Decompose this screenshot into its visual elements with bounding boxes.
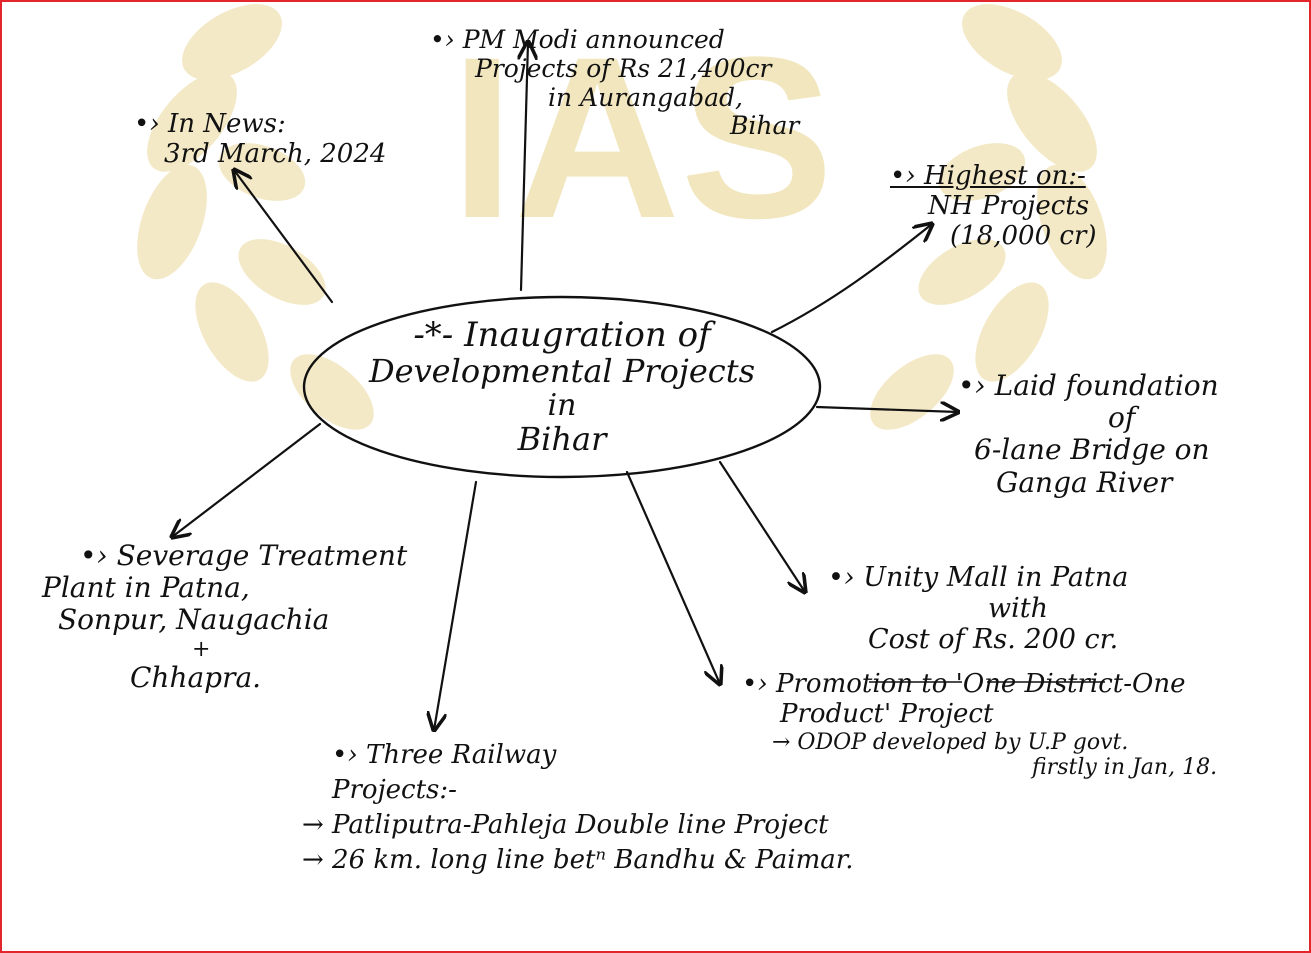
sewerage-node: •› Severage Treatment Plant in Patna, So… bbox=[42, 539, 408, 694]
arrow-bridge bbox=[815, 407, 958, 412]
announced-line-1: •› PM Modi announced bbox=[430, 25, 725, 54]
sewerage-line-1: •› Severage Treatment bbox=[80, 539, 408, 572]
arrow-odop bbox=[625, 470, 720, 684]
sewerage-line-2: Plant in Patna, bbox=[42, 571, 250, 605]
announced-line-4: Bihar bbox=[730, 111, 800, 141]
bridge-line-3: 6-lane Bridge on bbox=[974, 433, 1210, 467]
railway-line-4: → 26 km. long line betⁿ Bandhu & Paimar. bbox=[302, 845, 854, 876]
sewerage-line-4: + bbox=[192, 636, 211, 662]
bridge-line-2: of bbox=[1108, 401, 1136, 435]
railway-line-1: •› Three Railway bbox=[332, 740, 557, 770]
highest-line-2: (18,000 cr) bbox=[950, 220, 1097, 251]
central-title-line-1: -*- Inaugration of bbox=[413, 314, 711, 355]
arrow-unity bbox=[718, 460, 805, 592]
announced-line-2: Projects of Rs 21,400cr bbox=[475, 53, 772, 83]
arrow-sewerage bbox=[172, 422, 322, 537]
laurel-left-icon bbox=[137, 4, 374, 430]
central-node: -*- Inaugration of Developmental Project… bbox=[302, 302, 822, 472]
laurel-right-icon bbox=[870, 4, 1107, 430]
odop-node: •› Promotion to 'One District-One Produc… bbox=[742, 669, 1218, 781]
unity-cost-label: Cost bbox=[868, 624, 930, 656]
arrow-announced bbox=[521, 42, 528, 292]
unity-line-2: with bbox=[988, 593, 1048, 625]
central-marker: -*- bbox=[413, 314, 454, 355]
announced-line-3: in Aurangabad, bbox=[548, 82, 743, 112]
railway-line-2: Projects:- bbox=[332, 775, 457, 806]
railway-node: •› Three Railway Projects:- → Patliputra… bbox=[302, 738, 854, 878]
sewerage-line-5: Chhapra. bbox=[130, 660, 262, 694]
central-oval bbox=[302, 295, 822, 479]
central-title-line-2: Developmental Projects bbox=[369, 352, 755, 390]
unity-cost-line: Cost of Rs. 200 cr. bbox=[868, 624, 1119, 656]
arrow-news bbox=[234, 170, 334, 304]
sewerage-line-3: Sonpur, Naugachia bbox=[58, 603, 330, 637]
highest-node: •› Highest on:- NH Projects (18,000 cr) bbox=[890, 161, 1097, 252]
news-line-2: 3rd March, 2024 bbox=[164, 138, 387, 169]
odop-line-2: Product' Project bbox=[780, 698, 994, 729]
odop-line-1: •› Promotion to 'One District-One bbox=[742, 669, 1186, 699]
unity-line-1: •› Unity Mall in Patna bbox=[828, 562, 1129, 593]
railway-line-3: → Patliputra-Pahleja Double line Project bbox=[302, 810, 829, 841]
unity-node: •› Unity Mall in Patna with Cost of Rs. … bbox=[828, 562, 1128, 655]
bridge-node: •› Laid foundation of 6-lane Bridge on G… bbox=[958, 369, 1219, 499]
arrow-highest bbox=[770, 224, 932, 334]
bridge-line-1: •› Laid foundation bbox=[958, 369, 1219, 402]
announced-node: •› PM Modi announced Projects of Rs 21,4… bbox=[430, 25, 800, 141]
odop-line-4: firstly in Jan, 18. bbox=[1032, 755, 1218, 781]
central-title-line-4: Bihar bbox=[517, 420, 607, 459]
arrow-railway bbox=[434, 480, 478, 730]
unity-cost-value: Rs. 200 cr. bbox=[973, 624, 1119, 656]
central-title-line-3: in bbox=[547, 388, 577, 424]
news-line-1: •› In News: bbox=[134, 109, 286, 139]
bridge-line-4: Ganga River bbox=[996, 465, 1173, 499]
odop-line-3: → ODOP developed by U.P govt. bbox=[772, 729, 1129, 755]
highest-label: •› Highest on:- bbox=[890, 161, 1086, 191]
watermark-text: IAS bbox=[450, 9, 833, 266]
highest-line-1: NH Projects bbox=[928, 190, 1090, 221]
news-node: •› In News: 3rd March, 2024 bbox=[134, 109, 387, 170]
